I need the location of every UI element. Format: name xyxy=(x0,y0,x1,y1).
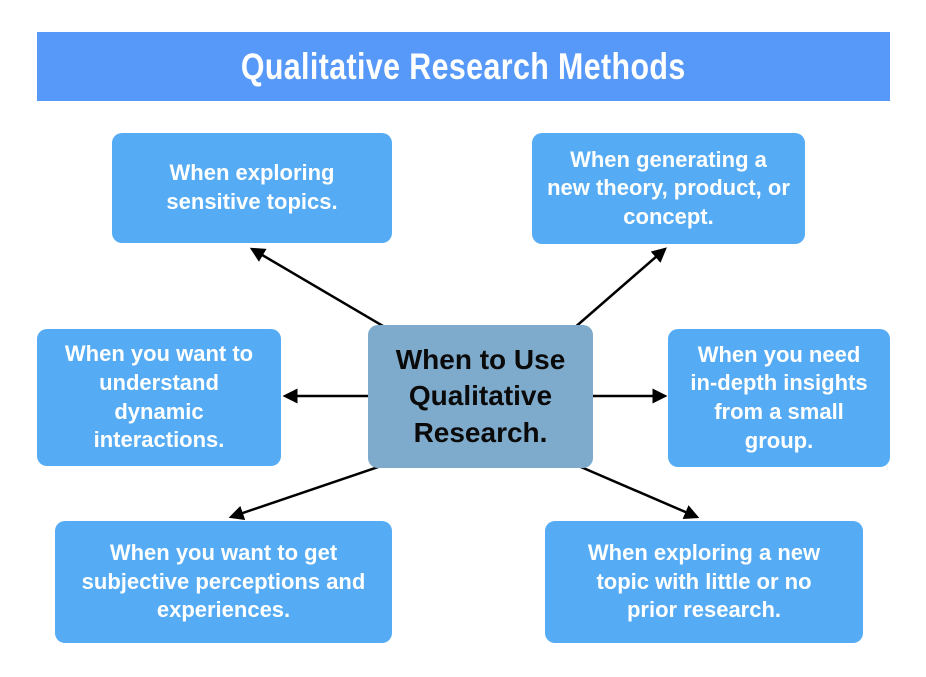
center-node: When to Use Qualitative Research. xyxy=(368,325,593,468)
title-text: Qualitative Research Methods xyxy=(241,45,686,87)
branch-bottom-right-label: When exploring a new topic with little o… xyxy=(587,540,821,623)
branch-top-right-label: When generating a new theory, product, o… xyxy=(547,146,790,229)
branch-top-right: When generating a new theory, product, o… xyxy=(532,133,805,244)
branch-middle-right-label: When you need in-depth insights from a s… xyxy=(690,341,868,453)
title-banner: Qualitative Research Methods xyxy=(37,32,890,101)
branch-middle-right: When you need in-depth insights from a s… xyxy=(668,329,890,467)
arrow-center-to-top-right xyxy=(572,247,667,330)
branch-bottom-right: When exploring a new topic with little o… xyxy=(545,521,863,643)
arrow-center-to-top-left xyxy=(249,247,389,331)
branch-top-left: When exploring sensitive topics. xyxy=(112,133,392,243)
branch-bottom-left: When you want to get subjective percepti… xyxy=(55,521,392,643)
branch-top-left-label: When exploring sensitive topics. xyxy=(166,160,338,214)
arrow-center-to-bottom-right xyxy=(573,462,700,519)
branch-bottom-left-label: When you want to get subjective percepti… xyxy=(81,540,366,623)
branch-middle-left-label: When you want to understand dynamic inte… xyxy=(64,341,254,453)
arrow-center-to-bottom-left xyxy=(228,462,388,521)
center-node-label: When to Use Qualitative Research. xyxy=(395,343,566,448)
branch-middle-left: When you want to understand dynamic inte… xyxy=(37,329,281,466)
